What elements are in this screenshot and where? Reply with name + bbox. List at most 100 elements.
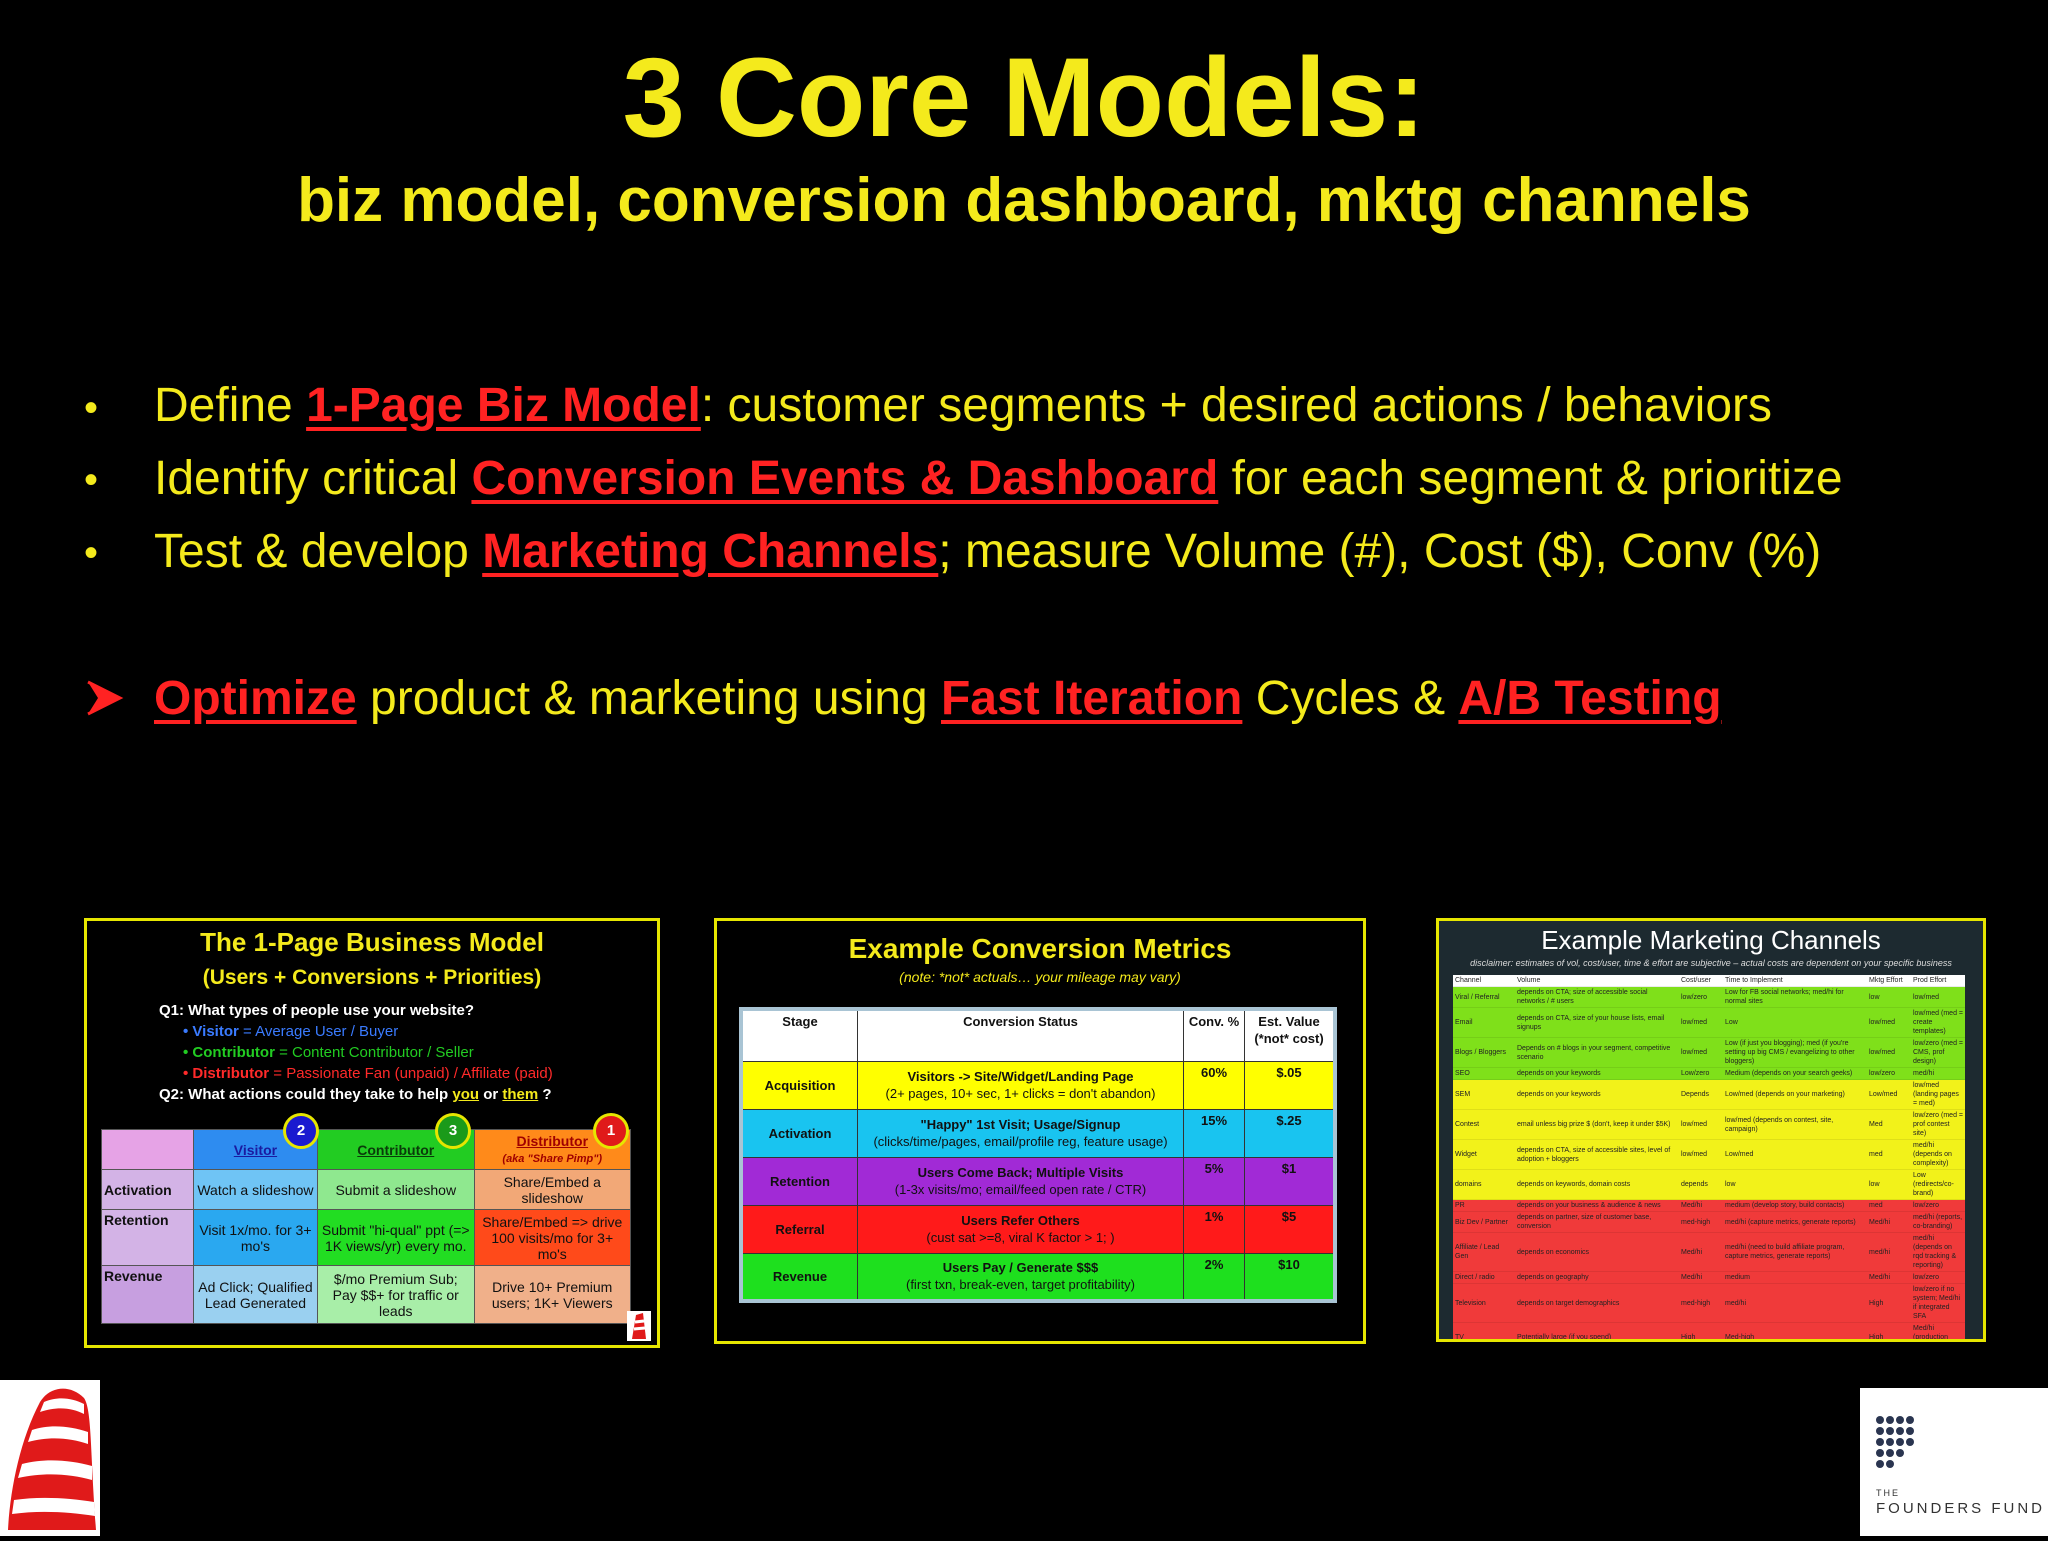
link-ab-testing[interactable]: A/B Testing: [1458, 672, 1722, 725]
table-cell: med-high: [1679, 1283, 1723, 1323]
thumb-a-q2: Q2: What actions could they take to help…: [159, 1084, 657, 1105]
table-row: Retention Visit 1x/mo. for 3+ mo's Submi…: [101, 1209, 631, 1266]
table-cell: Viral / Referral: [1453, 986, 1515, 1008]
status-cell: Users Refer Others(cust sat >=8, viral K…: [857, 1204, 1184, 1254]
row-label: Retention: [101, 1209, 194, 1266]
header-status: Conversion Status: [857, 1008, 1184, 1062]
table-cell: SEO: [1453, 1067, 1515, 1080]
table-cell: depends on target demographics: [1515, 1283, 1679, 1323]
thumb-a-title: The 1-Page Business Model: [200, 927, 544, 957]
table-header-row: Stage Conversion Status Conv. % Est. Val…: [740, 1008, 1336, 1062]
table-cell: low/med: [1679, 1007, 1723, 1038]
bullet-3-pre: Test & develop: [154, 525, 483, 578]
table-cell: med: [1867, 1139, 1911, 1170]
business-model-table: Visitor Contributor Distributor(aka "Sha…: [101, 1129, 631, 1324]
status-text: Users Refer Others: [961, 1213, 1080, 1228]
bullet-1: Define 1-Page Biz Model: customer segmen…: [154, 378, 1772, 434]
status-detail: (2+ pages, 10+ sec, 1+ clicks = don't ab…: [885, 1086, 1156, 1101]
table-cell: low/med: [1911, 986, 1965, 1008]
table-cell: med/hi: [1867, 1232, 1911, 1272]
bullet-2-post: for each segment & prioritize: [1218, 452, 1843, 505]
q2-you: you: [452, 1086, 480, 1103]
table-cell: Med: [1867, 1109, 1911, 1140]
table-cell: low/med (landing pages = med): [1911, 1079, 1965, 1110]
table-cell: Direct / radio: [1453, 1271, 1515, 1284]
row-label: Activation: [101, 1169, 194, 1210]
table-header-row: Channel Volume Cost/user Time to Impleme…: [1453, 975, 1965, 987]
link-conversion-events[interactable]: Conversion Events & Dashboard: [471, 452, 1219, 505]
thumbnail-business-model: The 1-Page Business Model (Users + Conve…: [84, 918, 660, 1348]
header-channel: Channel: [1453, 975, 1515, 987]
table-cell: low/zero (med = prof contest site): [1911, 1109, 1965, 1140]
table-cell: low/med (med = create templates): [1911, 1007, 1965, 1038]
contributor-desc: = Content Contributor / Seller: [274, 1044, 474, 1061]
table-cell: Submit a slideshow: [317, 1169, 475, 1210]
status-detail: (first txn, break-even, target profitabi…: [905, 1277, 1136, 1293]
ff-logo-name: FOUNDERS FUND: [1876, 1500, 2045, 1517]
table-corner: [101, 1129, 194, 1170]
arrow-bullet: Optimize product & marketing using Fast …: [154, 671, 1722, 727]
conv-cell: 5%: [1183, 1156, 1245, 1206]
bullet-dot-icon: •: [84, 531, 99, 575]
value-cell: $10: [1244, 1252, 1336, 1302]
header-prod-effort: Prod Effort: [1911, 975, 1965, 987]
founders-fund-logo: THE FOUNDERS FUND: [1860, 1388, 2048, 1536]
table-cell: Watch a slideshow: [192, 1169, 319, 1210]
table-cell: Submit "hi-qual" ppt (=> 1K views/yr) ev…: [317, 1209, 475, 1266]
table-cell: Med/hi: [1679, 1271, 1723, 1284]
link-marketing-channels[interactable]: Marketing Channels: [482, 525, 939, 578]
table-cell: Biz Dev / Partner: [1453, 1211, 1515, 1233]
visitor-term: Visitor: [192, 1023, 239, 1040]
conv-cell: 1%: [1183, 1204, 1245, 1254]
status-text: "Happy" 1st Visit; Usage/Signup: [920, 1117, 1121, 1132]
table-cell: High: [1867, 1283, 1911, 1323]
table-cell: $/mo Premium Sub; Pay $$+ for traffic or…: [317, 1265, 475, 1324]
status-text: Users Pay / Generate $$$: [942, 1260, 1099, 1276]
thumb-a-distributor-line: • Distributor = Passionate Fan (unpaid) …: [183, 1065, 553, 1082]
table-cell: low/med: [1679, 1109, 1723, 1140]
table-cell: med/hi (depends on rqd tracking & report…: [1911, 1232, 1965, 1272]
table-cell: Share/Embed a slideshow: [473, 1169, 631, 1210]
header-volume: Volume: [1515, 975, 1679, 987]
row-label: Revenue: [101, 1265, 194, 1324]
thumb-c-title: Example Marketing Channels: [1541, 925, 1881, 955]
table-row: Activation Watch a slideshow Submit a sl…: [101, 1169, 631, 1210]
value-cell: $.25: [1244, 1108, 1336, 1158]
table-cell: depends on partner, size of customer bas…: [1515, 1211, 1679, 1233]
link-optimize[interactable]: Optimize: [154, 672, 357, 725]
table-cell: low: [1867, 1169, 1911, 1200]
stage-cell: Activation: [740, 1108, 858, 1158]
table-cell: low/med: [1867, 1007, 1911, 1038]
table-cell: low/zero: [1911, 1199, 1965, 1212]
arrow-bullet-text-1: product & marketing using: [356, 672, 941, 725]
status-cell: Users Pay / Generate $$$(first txn, brea…: [857, 1252, 1184, 1302]
thumb-a-contributor-line: • Contributor = Content Contributor / Se…: [183, 1044, 474, 1061]
table-cell: domains: [1453, 1169, 1515, 1200]
priority-badge-visitor: 2: [283, 1113, 319, 1149]
link-fast-iteration[interactable]: Fast Iteration: [940, 672, 1243, 725]
table-cell: Low/med (depends on your marketing): [1723, 1079, 1867, 1110]
table-cell: depends on CTA, size of accessible sites…: [1515, 1139, 1679, 1170]
col-distributor-label: Distributor: [516, 1132, 589, 1149]
table-cell: Med/hi: [1867, 1271, 1911, 1284]
thumb-a-q1: Q1: What types of people use your websit…: [159, 1002, 475, 1019]
table-cell: High: [1867, 1322, 1911, 1339]
thumb-b-title: Example Conversion Metrics: [848, 933, 1232, 964]
cat-hat-logo: [0, 1380, 100, 1536]
value-cell: $5: [1244, 1204, 1336, 1254]
visitor-desc: = Average User / Buyer: [238, 1023, 399, 1040]
link-1-page-biz-model[interactable]: 1-Page Biz Model: [306, 379, 701, 432]
conv-cell: 15%: [1183, 1108, 1245, 1158]
table-cell: High: [1679, 1322, 1723, 1339]
table-cell: Email: [1453, 1007, 1515, 1038]
thumb-b-subtitle: (note: *not* actuals… your mileage may v…: [899, 969, 1181, 985]
table-cell: depends on your business & audience & ne…: [1515, 1199, 1679, 1212]
priority-badge-contributor: 3: [435, 1113, 471, 1149]
table-cell: low/med: [1679, 1037, 1723, 1068]
table-cell: Med/hi (production cost): [1911, 1322, 1965, 1339]
table-cell: low/zero: [1679, 986, 1723, 1008]
